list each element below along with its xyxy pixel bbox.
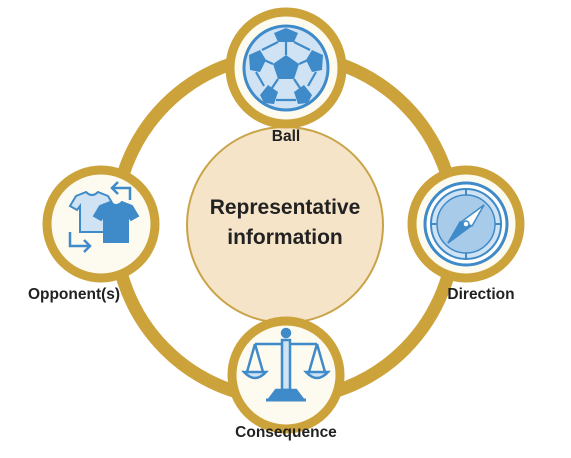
center-title-line1: Representative	[210, 196, 361, 219]
node-opponents: Opponent(s)	[28, 165, 160, 303]
soccer-ball-icon	[242, 24, 330, 112]
node-consequence: Consequence	[227, 316, 345, 441]
node-ball-label: Ball	[272, 128, 300, 145]
compass-icon	[423, 181, 509, 267]
node-opponents-label: Opponent(s)	[28, 286, 120, 303]
center-title-line2: information	[227, 226, 343, 249]
node-ball: Ball	[225, 7, 347, 145]
jerseys-swap-icon	[68, 181, 140, 253]
scales-icon	[241, 327, 331, 402]
node-consequence-label: Consequence	[235, 424, 337, 441]
node-direction: Direction	[407, 165, 525, 303]
node-direction-label: Direction	[447, 286, 514, 303]
center-node: Representative information	[186, 126, 384, 324]
